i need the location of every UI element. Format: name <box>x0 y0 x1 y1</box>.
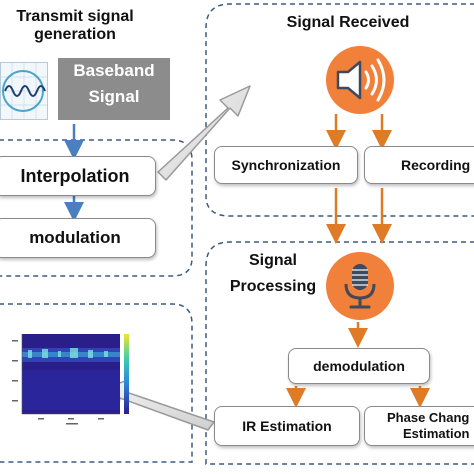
processing-title-line2: Processing <box>229 278 317 296</box>
synchronization-box: Synchronization <box>214 146 358 184</box>
ir-estimation-label: IR Estimation <box>242 418 332 434</box>
synchronization-label: Synchronization <box>231 157 341 173</box>
baseband-label-line1: Baseband <box>73 61 155 80</box>
sine-wave-icon <box>0 62 48 120</box>
speaker-icon <box>324 44 396 116</box>
ir-estimation-box: IR Estimation <box>214 406 360 446</box>
interpolation-box: Interpolation <box>0 156 156 196</box>
microphone-icon <box>324 250 396 322</box>
recording-box: Recording <box>364 146 474 184</box>
modulation-box: modulation <box>0 218 156 258</box>
demodulation-box: demodulation <box>288 348 430 384</box>
modulation-label: modulation <box>29 228 121 247</box>
processing-panel-border <box>205 241 474 465</box>
phase-change-estimation-box: Phase Chang Estimation <box>364 406 474 446</box>
demodulation-label: demodulation <box>313 358 405 374</box>
recording-label: Recording <box>401 157 471 173</box>
interpolation-label: Interpolation <box>20 165 130 186</box>
processing-title: Signal Processing <box>218 252 328 297</box>
baseband-signal-box: Baseband Signal <box>58 58 170 120</box>
arrow-transmit-to-receive <box>157 85 251 181</box>
transmit-panel-border <box>0 139 193 277</box>
baseband-label-line2: Signal <box>88 86 140 106</box>
received-panel-border <box>205 3 474 217</box>
processing-title-line1: Signal <box>248 252 297 269</box>
phase-label-line1: Phase Chang <box>387 409 470 425</box>
result-panel-border <box>0 303 193 463</box>
transmit-title-line2: generation <box>34 26 116 44</box>
spectrogram-image <box>8 330 134 430</box>
received-title: Signal Received <box>286 14 410 31</box>
transmit-title: Transmit signal generation <box>0 8 150 45</box>
phase-label-line2: Estimation <box>403 426 470 441</box>
transmit-title-line1: Transmit signal <box>16 8 134 25</box>
